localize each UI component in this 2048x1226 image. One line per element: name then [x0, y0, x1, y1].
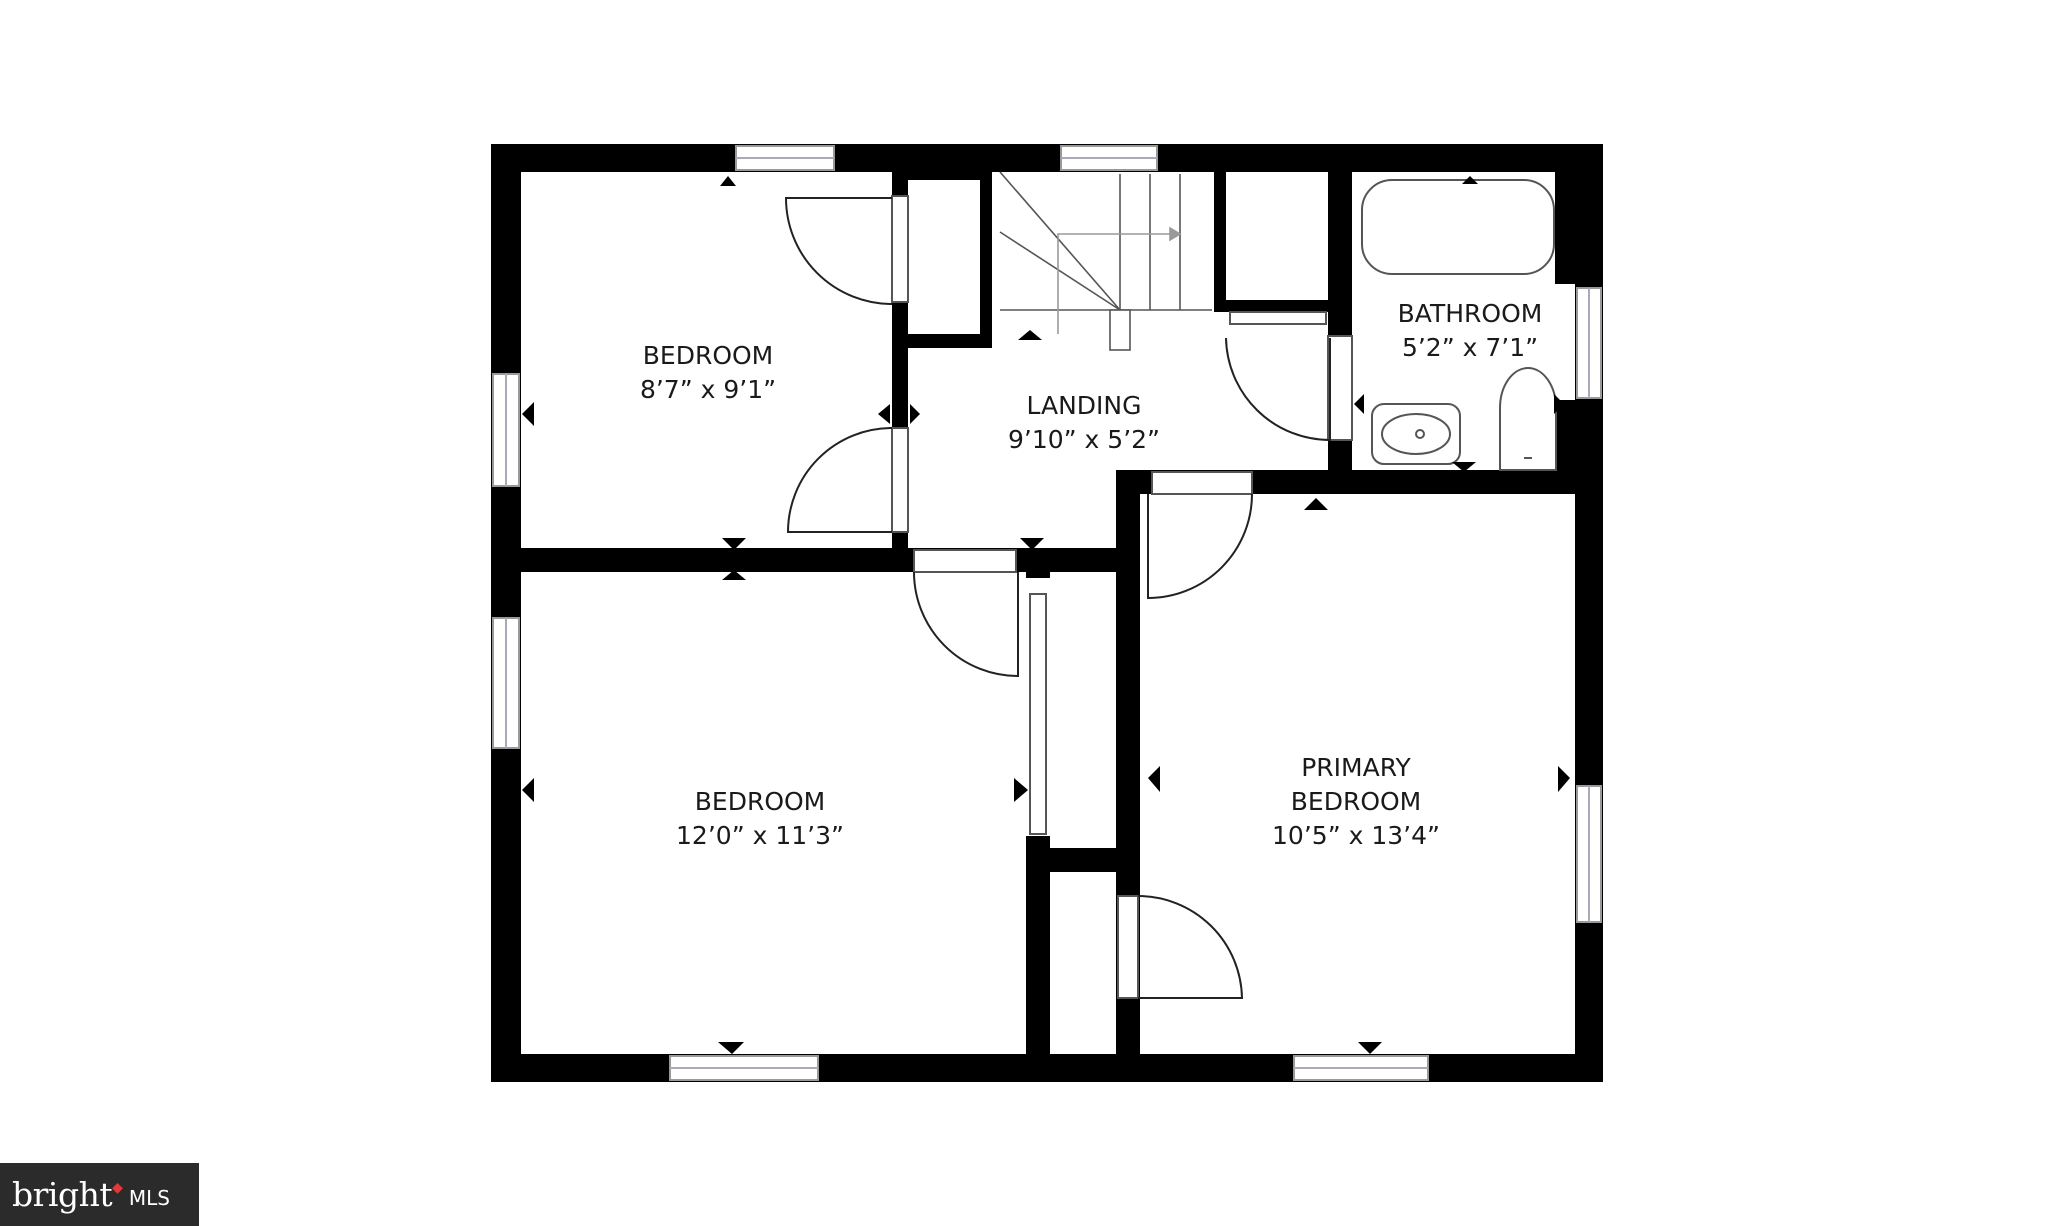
windows [492, 145, 1602, 1081]
staircase [999, 171, 1212, 351]
room-name-primary: PRIMARY [1301, 753, 1411, 782]
sink [1371, 403, 1461, 465]
room-name-bedroom-1: BEDROOM [643, 341, 774, 370]
toilet [1499, 367, 1557, 471]
room-name-bathroom: BATHROOM [1398, 299, 1543, 328]
room-dims-bedroom-2: 12’0” x 11’3” [676, 821, 844, 850]
logo-dot-icon: ◆ [112, 1179, 123, 1196]
room-dims-bathroom: 5’2” x 7’1” [1402, 333, 1538, 362]
room-dims-landing: 9’10” x 5’2” [1008, 425, 1160, 454]
logo-suffix: MLS [128, 1185, 170, 1210]
room-name-bedroom-2: BEDROOM [695, 787, 826, 816]
bright-mls-logo: bright ◆ MLS [0, 1163, 199, 1226]
bathtub [1361, 179, 1555, 275]
room-name-landing: LANDING [1026, 391, 1141, 420]
interior-walls [521, 144, 1603, 1082]
room-dims-primary: 10’5” x 13’4” [1272, 821, 1440, 850]
room-name-primary-2: BEDROOM [1291, 787, 1422, 816]
doors [784, 195, 1353, 999]
room-labels: BEDROOM 8’7” x 9’1” LANDING 9’10” x 5’2”… [640, 299, 1542, 850]
room-dims-bedroom-1: 8’7” x 9’1” [640, 375, 776, 404]
logo-brand: bright [12, 1175, 113, 1214]
dimension-markers [522, 176, 1570, 1054]
